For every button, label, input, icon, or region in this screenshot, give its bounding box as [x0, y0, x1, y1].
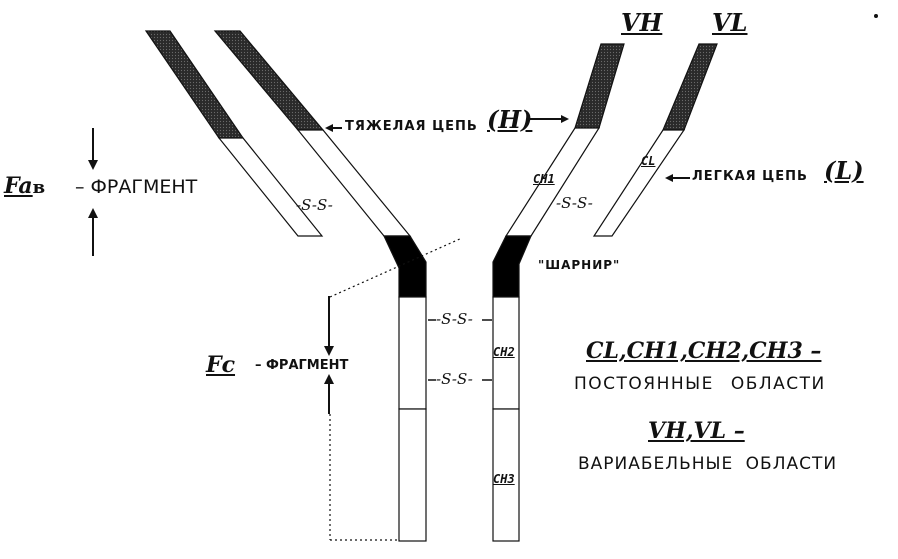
- disulfide-fc-lower: -S-S-: [436, 370, 473, 388]
- ch3-label: CH3: [493, 472, 515, 486]
- heavy-chain-label: ТЯЖЕЛАЯ ЦЕПЬ: [345, 119, 478, 134]
- fab-arrowhead-up: [88, 208, 98, 218]
- hinge-label: "ШАРНИР": [538, 258, 621, 272]
- ch2-label: CH2: [493, 345, 515, 359]
- cl-label: CL: [641, 154, 656, 168]
- vh-label: VH: [621, 8, 663, 37]
- speck-mark: [874, 14, 878, 18]
- disulfide-fc-upper: -S-S-: [436, 310, 473, 328]
- right-light-chain-variable: [662, 43, 718, 131]
- heavy-chain-arrowhead-left: [325, 124, 333, 132]
- fab-fragment-text: – ФРАГМЕНТ: [75, 176, 198, 198]
- fab-suffix: в: [32, 177, 46, 198]
- fab-arrowhead-down: [88, 160, 98, 170]
- left-fc-ch3: [398, 408, 427, 542]
- light-chain-symbol: (L): [824, 156, 864, 185]
- fab-label: Faв: [4, 173, 45, 199]
- legend-constant-header: CL,CH1,CH2,CH3 –: [586, 338, 822, 364]
- left-heavy-chain-ch1: [296, 129, 412, 237]
- left-fc-ch2: [398, 296, 427, 410]
- left-light-chain-constant: [217, 137, 324, 237]
- fc-fragment-text: – ФРАГМЕНТ: [255, 358, 349, 373]
- fc-dotted-diagonal: [329, 237, 463, 298]
- fab-symbol: Fa: [4, 173, 33, 199]
- right-fc-ch3: [492, 408, 520, 542]
- legend-variable-text: ВАРИАБЕЛЬНЫЕ ОБЛАСТИ: [578, 454, 838, 474]
- fc-arrowhead-up: [324, 374, 334, 384]
- right-heavy-chain-variable: [574, 43, 625, 129]
- left-heavy-chain-variable: [213, 30, 325, 131]
- right-light-chain-constant: [592, 129, 686, 237]
- right-fc-ch2: [492, 296, 520, 410]
- light-chain-arrowhead: [665, 174, 673, 182]
- heavy-chain-arrowhead-right: [561, 115, 569, 123]
- right-hinge: [492, 235, 532, 298]
- fc-symbol: Fc: [206, 352, 236, 378]
- left-hinge: [383, 235, 427, 298]
- vl-label: VL: [712, 8, 748, 37]
- fc-arrowhead-down: [324, 346, 334, 356]
- heavy-chain-symbol: (H): [487, 105, 533, 134]
- disulfide-fab-left: -S-S-: [296, 196, 333, 214]
- legend-constant-text: ПОСТОЯННЫЕ ОБЛАСТИ: [574, 374, 826, 394]
- light-chain-label: ЛЕГКАЯ ЦЕПЬ: [692, 169, 808, 184]
- legend-variable-header: VH,VL –: [648, 418, 745, 444]
- ch1-label: CH1: [533, 172, 555, 186]
- disulfide-fab-right: -S-S-: [556, 194, 593, 212]
